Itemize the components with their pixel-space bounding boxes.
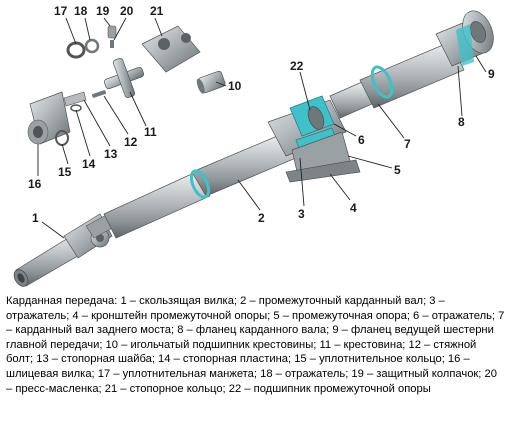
callout-4: 4 — [350, 201, 357, 215]
callout-17: 17 — [54, 4, 68, 18]
callout-9: 9 — [488, 67, 495, 81]
callout-16: 16 — [28, 177, 42, 191]
slip-yoke — [13, 213, 117, 287]
callout-7: 7 — [404, 137, 411, 151]
callout-14: 14 — [82, 157, 96, 171]
rear-flanges — [435, 10, 494, 67]
callout-11: 11 — [144, 125, 157, 139]
callout-5: 5 — [394, 163, 401, 177]
callout-8: 8 — [458, 115, 465, 129]
callout-22: 22 — [290, 59, 304, 73]
callout-2: 2 — [258, 211, 265, 225]
callout-19: 19 — [96, 4, 110, 18]
exploded-parts — [27, 25, 226, 146]
callout-3: 3 — [298, 207, 305, 221]
rear-shaft — [329, 41, 465, 119]
callout-labels: 17 18 19 20 21 10 9 22 8 7 6 5 4 3 2 1 1… — [28, 4, 495, 225]
figure-caption: Карданная передача: 1 – скользящая вилка… — [6, 295, 505, 395]
callout-13: 13 — [104, 147, 118, 161]
callout-1: 1 — [32, 211, 39, 225]
leader-lines — [37, 17, 487, 239]
callout-21: 21 — [150, 4, 164, 18]
driveshaft-diagram: 17 18 19 20 21 10 9 22 8 7 6 5 4 3 2 1 1… — [13, 4, 495, 287]
callout-12: 12 — [124, 135, 138, 149]
callout-20: 20 — [120, 4, 134, 18]
intermediate-shaft — [103, 133, 297, 239]
callout-18: 18 — [74, 4, 88, 18]
callout-6: 6 — [358, 133, 365, 147]
intermediate-support — [267, 95, 361, 183]
callout-10: 10 — [228, 79, 242, 93]
callout-15: 15 — [58, 165, 72, 179]
